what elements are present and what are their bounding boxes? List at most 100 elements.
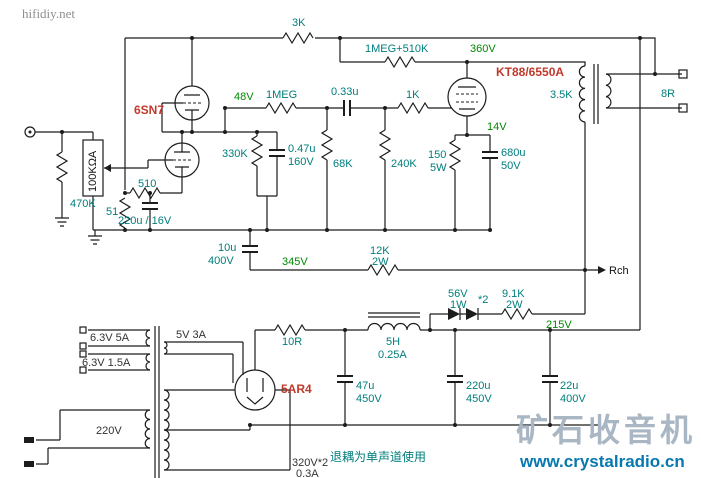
resistor-3k	[282, 32, 314, 44]
speaker-terminal-plus[interactable]	[678, 69, 688, 79]
label-c-cathode: 220u / 16V	[118, 215, 172, 227]
zener-diode-2	[466, 308, 478, 320]
voltage-driver-cathode: 48V	[234, 91, 254, 103]
resistor-1meg	[265, 102, 297, 114]
label-c-filter2-v: 450V	[466, 393, 492, 405]
ground-icon	[55, 214, 102, 245]
label-zener: 56V	[448, 288, 468, 300]
tube-5ar4-label: 5AR4	[281, 382, 312, 396]
note-mono-use: 退耦为单声道使用	[330, 449, 426, 464]
input-jack-pin	[28, 130, 32, 134]
heater-terminal-4	[79, 366, 87, 374]
resistor-1k	[397, 102, 429, 114]
kt88-envelope	[447, 77, 487, 117]
resistor-feedback	[384, 56, 416, 68]
label-rch: Rch	[609, 265, 629, 277]
voltage-kt88-cathode: 14V	[487, 121, 507, 133]
pot-wiper-arrow-icon	[104, 164, 111, 172]
label-c-cathode-kt88: 680u	[501, 147, 525, 159]
label-c-decouple-v: 400V	[208, 255, 234, 267]
tube-kt88-label: KT88/6550A	[496, 65, 564, 79]
label-c-bypass-v: 160V	[288, 156, 314, 168]
label-r-load: 330K	[222, 148, 248, 160]
output-transformer-secondary	[605, 73, 612, 109]
power-transformer-windings	[144, 329, 170, 471]
label-r-51: 51	[106, 206, 118, 218]
label-zener-w: 1W	[450, 299, 467, 311]
label-zener-qty: *2	[478, 294, 488, 306]
voltage-plate: 360V	[470, 43, 496, 55]
label-choke-h: 5H	[386, 336, 400, 348]
resistor-10r	[274, 324, 306, 336]
junction-dots	[60, 36, 657, 427]
label-mains: 220V	[96, 425, 122, 437]
label-rectifier-winding: 5V 3A	[176, 329, 207, 341]
label-r-cathode-kt88-w: 5W	[430, 162, 447, 174]
input-jack[interactable]	[24, 126, 36, 138]
label-r-filter: 10R	[282, 336, 302, 348]
label-c-filter1-v: 450V	[356, 393, 382, 405]
voltage-supply-mid: 345V	[282, 256, 308, 268]
rch-arrow-icon	[598, 266, 606, 274]
label-r-grid: 1MEG	[266, 89, 297, 101]
semiconductors	[448, 308, 479, 320]
speaker-terminal-minus[interactable]	[678, 103, 688, 113]
label-c-filter1: 47u	[356, 380, 374, 392]
label-r-cathode-kt88: 150	[428, 149, 446, 161]
label-c-filter2: 220u	[466, 380, 490, 392]
label-c-coupling: 0.33u	[331, 86, 359, 98]
label-opt-primary: 3.5K	[550, 89, 573, 101]
label-hv-winding: 320V*2	[292, 457, 328, 469]
label-r-input: 470K	[70, 198, 96, 210]
label-hv-winding-a: 0.3A	[296, 468, 319, 478]
label-r-68k: 68K	[333, 158, 353, 170]
resistor-68k	[321, 129, 333, 161]
choke-coil	[367, 312, 421, 331]
label-choke-a: 0.25A	[378, 349, 407, 361]
label-r-screen: 9.1K	[502, 288, 525, 300]
heater-terminal-1	[79, 326, 87, 334]
label-heater-15a: 6.3V 1.5A	[82, 357, 131, 369]
label-r-decouple-w: 2W	[372, 256, 389, 268]
label-r-top: 3K	[292, 17, 306, 29]
misc-symbols	[24, 69, 688, 467]
resistor-330k	[251, 135, 263, 167]
resistor-470k	[56, 151, 68, 183]
rectifier-envelope	[234, 369, 276, 411]
volume-pot[interactable]	[82, 139, 104, 197]
label-r-screen-w: 2W	[506, 299, 523, 311]
label-c-filter3: 22u	[560, 380, 578, 392]
url-watermark: www.crystalradio.cn	[519, 452, 685, 471]
label-c-decouple: 10u	[218, 242, 236, 254]
capacitors	[142, 100, 558, 383]
tubes	[164, 77, 487, 411]
heater-terminal-2	[79, 342, 87, 350]
zener-diode-1	[448, 308, 460, 320]
heater-terminal-3	[79, 350, 87, 358]
labels: hifidiy.net 3K 1MEG+510K 360V KT88/6550A…	[22, 6, 696, 478]
triode-1-envelope	[174, 85, 210, 121]
wiring-front-end	[35, 37, 656, 330]
label-r-510: 510	[138, 178, 156, 190]
wiring-power-supply	[36, 64, 682, 478]
resistor-240k	[379, 129, 391, 161]
mains-plug-prong-1	[24, 437, 34, 443]
label-r-feedback: 1MEG+510K	[365, 43, 429, 55]
brand-watermark: 矿石收音机	[516, 412, 696, 448]
label-heater-5a: 6.3V 5A	[90, 332, 130, 344]
site-watermark: hifidiy.net	[22, 6, 75, 21]
label-c-bypass: 0.47u	[288, 143, 316, 155]
voltage-supply-screen: 215V	[546, 319, 572, 331]
label-pot: 100KΩA	[87, 150, 99, 192]
triode-2-envelope	[164, 142, 200, 178]
label-c-filter3-v: 400V	[560, 393, 586, 405]
label-r-240k: 240K	[391, 158, 417, 170]
mains-plug-prong-2	[24, 461, 34, 467]
tube-electrodes	[174, 86, 476, 405]
magnetics	[144, 65, 612, 471]
tube-6sn7-label: 6SN7	[134, 103, 164, 117]
label-r-decouple: 12K	[370, 245, 390, 257]
label-r-gridstop: 1K	[406, 89, 420, 101]
label-speaker: 8R	[661, 88, 675, 100]
